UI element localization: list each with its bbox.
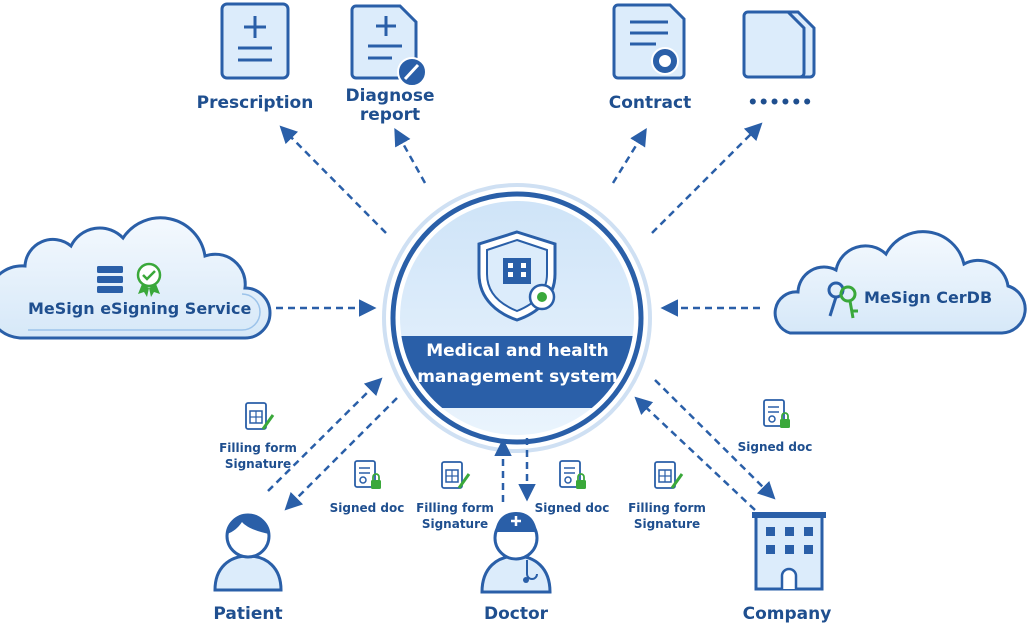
flow-label-line: Filling form: [219, 441, 297, 455]
system-title-line1: Medical and health: [426, 341, 609, 361]
more-documents-label: ••••••: [747, 93, 813, 113]
system-title-line2: management system: [417, 367, 618, 387]
prescription-label: Prescription: [196, 93, 314, 113]
patient-icon: [213, 513, 283, 592]
cerdb-cloud: [773, 230, 1027, 335]
flow-label-line: Signature: [421, 517, 489, 531]
diagnose-report-icon: [350, 4, 427, 87]
filling-form-icon: [441, 461, 471, 489]
company-down-flow-label: Signed doc: [737, 440, 813, 454]
contract-label: Contract: [608, 93, 692, 113]
patient-down-flow-label: Signed doc: [329, 501, 405, 515]
flow-label-line: Signature: [633, 517, 701, 531]
arrow-company-to-system: [634, 396, 756, 511]
arrow-patient-to-system: [267, 377, 383, 492]
arrow-system-to-patient: [284, 397, 398, 511]
system-title: Medical and health management system: [395, 338, 640, 390]
company-up-flow-label: Filling form Signature: [617, 500, 717, 532]
arrow-to-diagnose-report: [394, 127, 427, 184]
esigning-service-label: MeSign eSigning Service: [28, 299, 252, 318]
doctor-label: Doctor: [483, 604, 549, 624]
doctor-icon: [480, 512, 552, 594]
flow-label-line: Filling form: [628, 501, 706, 515]
keys-icon: [827, 281, 858, 319]
patient-up-flow-label: Filling form Signature: [208, 440, 308, 472]
diagnose-report-label-line2: report: [359, 105, 421, 125]
signed-doc-icon: [559, 460, 586, 489]
certificate-badge-icon: [136, 262, 162, 297]
contract-icon: [612, 3, 686, 80]
flow-label-line: Signature: [224, 457, 292, 471]
filling-form-icon: [245, 402, 275, 430]
patient-label: Patient: [213, 604, 283, 624]
signed-doc-icon: [763, 399, 790, 428]
arrow-to-prescription: [279, 125, 387, 234]
doctor-up-flow-label: Filling form Signature: [405, 500, 505, 532]
documents-icon: [742, 10, 816, 79]
prescription-icon: [220, 2, 290, 80]
doctor-down-flow-label: Signed doc: [534, 501, 610, 515]
arrow-to-more-documents: [651, 122, 763, 234]
company-label: Company: [742, 604, 832, 624]
server-icon: [97, 266, 123, 293]
arrows-actors: [267, 377, 776, 511]
diagnose-report-label: Diagnose report: [330, 87, 450, 125]
company-building-icon: [752, 512, 826, 591]
signed-doc-icon: [354, 460, 381, 489]
arrow-system-to-company: [654, 379, 776, 500]
diagnose-report-label-line1: Diagnose: [345, 86, 435, 106]
cerdb-label: MeSign CerDB: [864, 288, 993, 307]
hospital-shield-icon: [477, 230, 557, 322]
flow-label-line: Filling form: [416, 501, 494, 515]
arrows-to-documents: [279, 122, 763, 234]
filling-form-icon: [654, 461, 684, 489]
arrow-to-contract: [611, 128, 647, 184]
esigning-service-cloud: [0, 216, 272, 340]
